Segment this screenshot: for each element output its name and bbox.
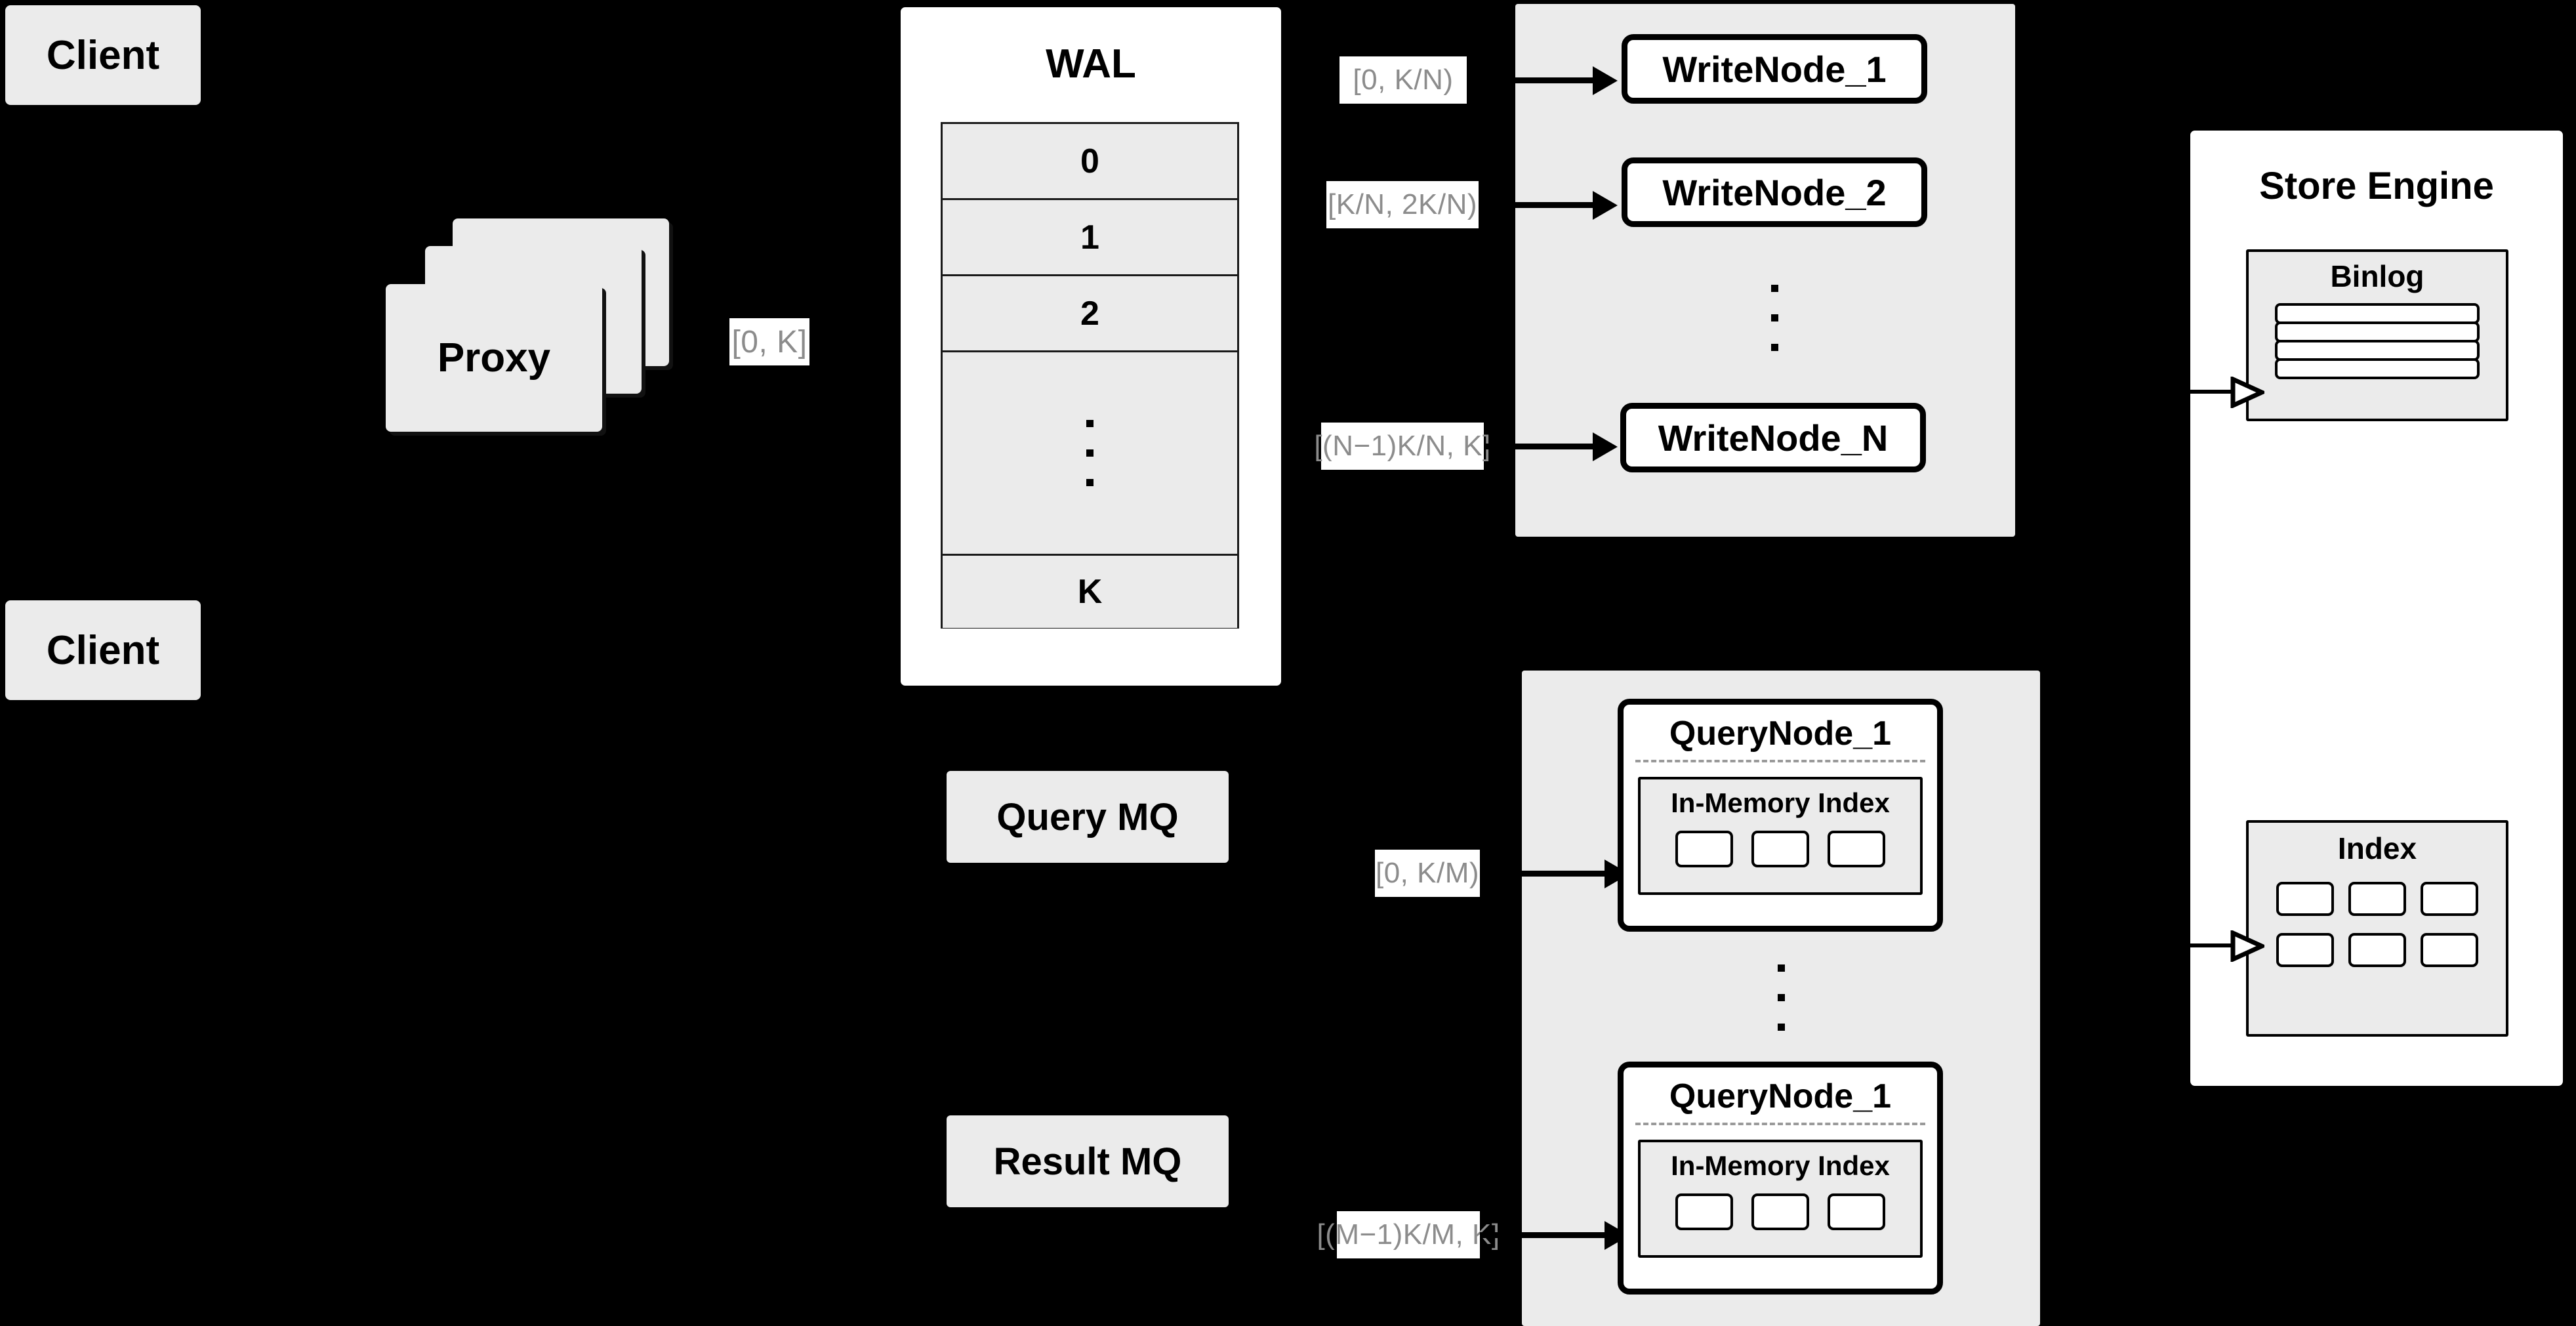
query-mq-label: Query MQ bbox=[996, 795, 1179, 839]
query-node-2-range-label: [(M−1)K/M, K] bbox=[1317, 1211, 1500, 1258]
index-segment[interactable] bbox=[1751, 1193, 1809, 1230]
query-cluster-ellipsis-icon bbox=[1771, 945, 1791, 1050]
index-segment[interactable] bbox=[1675, 1193, 1733, 1230]
in-memory-index-2-title: In-Memory Index bbox=[1671, 1150, 1890, 1181]
query-node-1-label: QueryNode_1 bbox=[1669, 715, 1892, 753]
write-node-1-label: WriteNode_1 bbox=[1662, 48, 1887, 90]
in-memory-index-1-title: In-Memory Index bbox=[1671, 787, 1890, 818]
arrow-head-write-node-2 bbox=[1593, 191, 1618, 220]
wal-cell[interactable]: 1 bbox=[943, 200, 1237, 276]
wal-cell-stack: 0 1 2 K bbox=[941, 122, 1239, 629]
index-cell[interactable] bbox=[2348, 882, 2406, 916]
query-node-1-range-label: [0, K/M) bbox=[1375, 850, 1480, 897]
store-index-title: Index bbox=[2337, 831, 2417, 865]
wal-title: WAL bbox=[1046, 41, 1136, 87]
client-box-2[interactable]: Client bbox=[5, 600, 201, 700]
arrow-to-write-node-1 bbox=[1476, 77, 1593, 83]
client-box-1[interactable]: Client bbox=[5, 5, 201, 105]
result-mq-box[interactable]: Result MQ bbox=[947, 1115, 1229, 1207]
write-node-2-label: WriteNode_2 bbox=[1662, 171, 1887, 213]
result-mq-label: Result MQ bbox=[993, 1140, 1182, 1183]
write-node-2[interactable]: WriteNode_2 bbox=[1622, 157, 1927, 227]
arrow-to-store-index bbox=[2187, 943, 2236, 947]
query-node-1[interactable]: QueryNode_1 In-Memory Index bbox=[1618, 699, 1943, 932]
index-cell[interactable] bbox=[2421, 882, 2478, 916]
write-node-1-range-label: [0, K/N) bbox=[1339, 56, 1467, 104]
binlog-row[interactable] bbox=[2275, 358, 2480, 379]
arrow-head-binlog-open-icon bbox=[2230, 377, 2264, 408]
arrow-to-binlog bbox=[2187, 390, 2236, 394]
store-engine-title: Store Engine bbox=[2259, 165, 2494, 207]
store-index-box[interactable]: Index bbox=[2246, 820, 2508, 1037]
arrow-to-query-node-1 bbox=[1480, 871, 1605, 877]
query-node-2-label: QueryNode_1 bbox=[1669, 1077, 1892, 1115]
index-cell[interactable] bbox=[2421, 933, 2478, 967]
arrow-head-store-index-open-icon bbox=[2230, 930, 2264, 962]
proxy-label: Proxy bbox=[437, 335, 551, 381]
index-cell[interactable] bbox=[2348, 933, 2406, 967]
wal-cell[interactable]: 0 bbox=[943, 124, 1237, 200]
wal-cell-ellipsis bbox=[943, 352, 1237, 556]
index-segment[interactable] bbox=[1828, 1193, 1885, 1230]
index-segment[interactable] bbox=[1675, 831, 1733, 867]
write-node-n[interactable]: WriteNode_N bbox=[1620, 403, 1926, 472]
in-memory-index-2[interactable]: In-Memory Index bbox=[1638, 1140, 1923, 1258]
client-label-1: Client bbox=[46, 32, 160, 78]
wal-cell[interactable]: K bbox=[943, 556, 1237, 628]
write-node-n-label: WriteNode_N bbox=[1658, 417, 1889, 459]
binlog-title: Binlog bbox=[2330, 259, 2424, 293]
query-node-1-separator bbox=[1635, 760, 1925, 762]
arrow-head-write-node-n bbox=[1593, 432, 1618, 461]
index-cell[interactable] bbox=[2276, 882, 2334, 916]
index-cell[interactable] bbox=[2276, 933, 2334, 967]
write-node-1[interactable]: WriteNode_1 bbox=[1622, 34, 1927, 104]
query-mq-box[interactable]: Query MQ bbox=[947, 771, 1229, 863]
write-cluster-ellipsis-icon bbox=[1765, 265, 1784, 370]
vertical-dots-icon bbox=[1086, 409, 1094, 497]
query-node-2-separator bbox=[1635, 1123, 1925, 1125]
index-segment[interactable] bbox=[1828, 831, 1885, 867]
write-node-2-range-label: [K/N, 2K/N) bbox=[1326, 181, 1479, 228]
proxy-range-label: [0, K] bbox=[729, 318, 809, 365]
arrow-head-write-node-1 bbox=[1593, 66, 1618, 95]
in-memory-index-1[interactable]: In-Memory Index bbox=[1638, 777, 1923, 895]
proxy-box[interactable]: Proxy bbox=[386, 284, 602, 432]
arrow-to-write-node-n bbox=[1484, 444, 1593, 449]
query-node-2[interactable]: QueryNode_1 In-Memory Index bbox=[1618, 1062, 1943, 1295]
arrow-to-write-node-2 bbox=[1480, 202, 1593, 208]
binlog-box[interactable]: Binlog bbox=[2246, 249, 2508, 421]
wal-cell[interactable]: 2 bbox=[943, 276, 1237, 352]
client-label-2: Client bbox=[46, 627, 160, 673]
write-node-n-range-label: [(N−1)K/N, K] bbox=[1314, 423, 1490, 470]
arrow-to-query-node-2 bbox=[1480, 1232, 1605, 1238]
index-segment[interactable] bbox=[1751, 831, 1809, 867]
